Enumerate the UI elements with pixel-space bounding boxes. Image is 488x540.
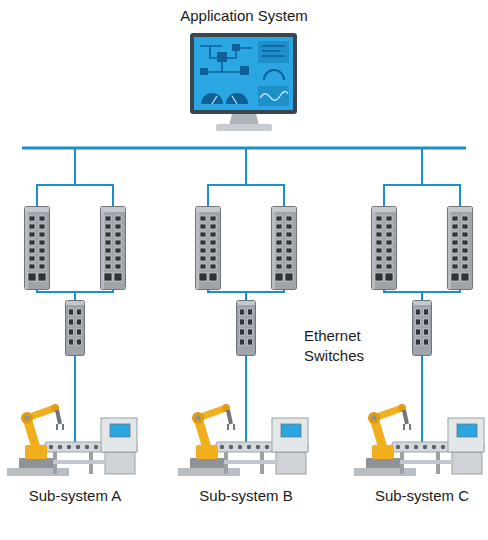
robot-cell: [354, 398, 484, 476]
managed-switch: [448, 207, 473, 290]
subsystem-cell: Sub-system C: [352, 398, 488, 512]
node-label: Sub-system A: [5, 486, 145, 505]
node-label: Sub-system B: [176, 486, 316, 505]
gauges: [201, 93, 252, 104]
panel-lines: [262, 46, 285, 56]
panel-gauge: [264, 70, 284, 80]
trend-panel: [258, 86, 289, 106]
gauge: [201, 93, 223, 104]
unmanaged-switch: [237, 301, 256, 356]
gauge: [251, 103, 252, 104]
node-label: Sub-system C: [352, 486, 488, 505]
gauge: [226, 93, 248, 104]
monitor-screen: [194, 37, 293, 110]
robot-cell: [7, 398, 137, 476]
monitor-neck: [229, 114, 259, 125]
schematic-block: [240, 66, 249, 75]
managed-switch: [25, 207, 50, 290]
trend-line: [260, 91, 288, 100]
schematic-block: [217, 52, 227, 62]
network-link: [244, 148, 422, 398]
screen-panel: [258, 41, 289, 63]
node-label: Application System: [144, 6, 344, 25]
subsystem-cell: Sub-system B: [176, 398, 316, 512]
monitor-foot: [216, 124, 272, 131]
unmanaged-switch: [413, 301, 432, 356]
application-system: Application System: [144, 4, 344, 148]
robot-cell: [178, 398, 308, 476]
schematic-block: [200, 68, 208, 75]
managed-switch: [272, 207, 297, 290]
monitor-bezel: [190, 33, 297, 114]
monitor-icon: [190, 33, 297, 131]
managed-switch: [372, 207, 397, 290]
schematic-block: [232, 44, 240, 51]
unmanaged-switch: [66, 301, 85, 356]
annotation-label: Ethernet Switches: [304, 326, 384, 366]
managed-switch: [101, 207, 126, 290]
managed-switch: [196, 207, 221, 290]
gauge-needles: [212, 96, 237, 104]
subsystem-cell: Sub-system A: [5, 398, 145, 512]
